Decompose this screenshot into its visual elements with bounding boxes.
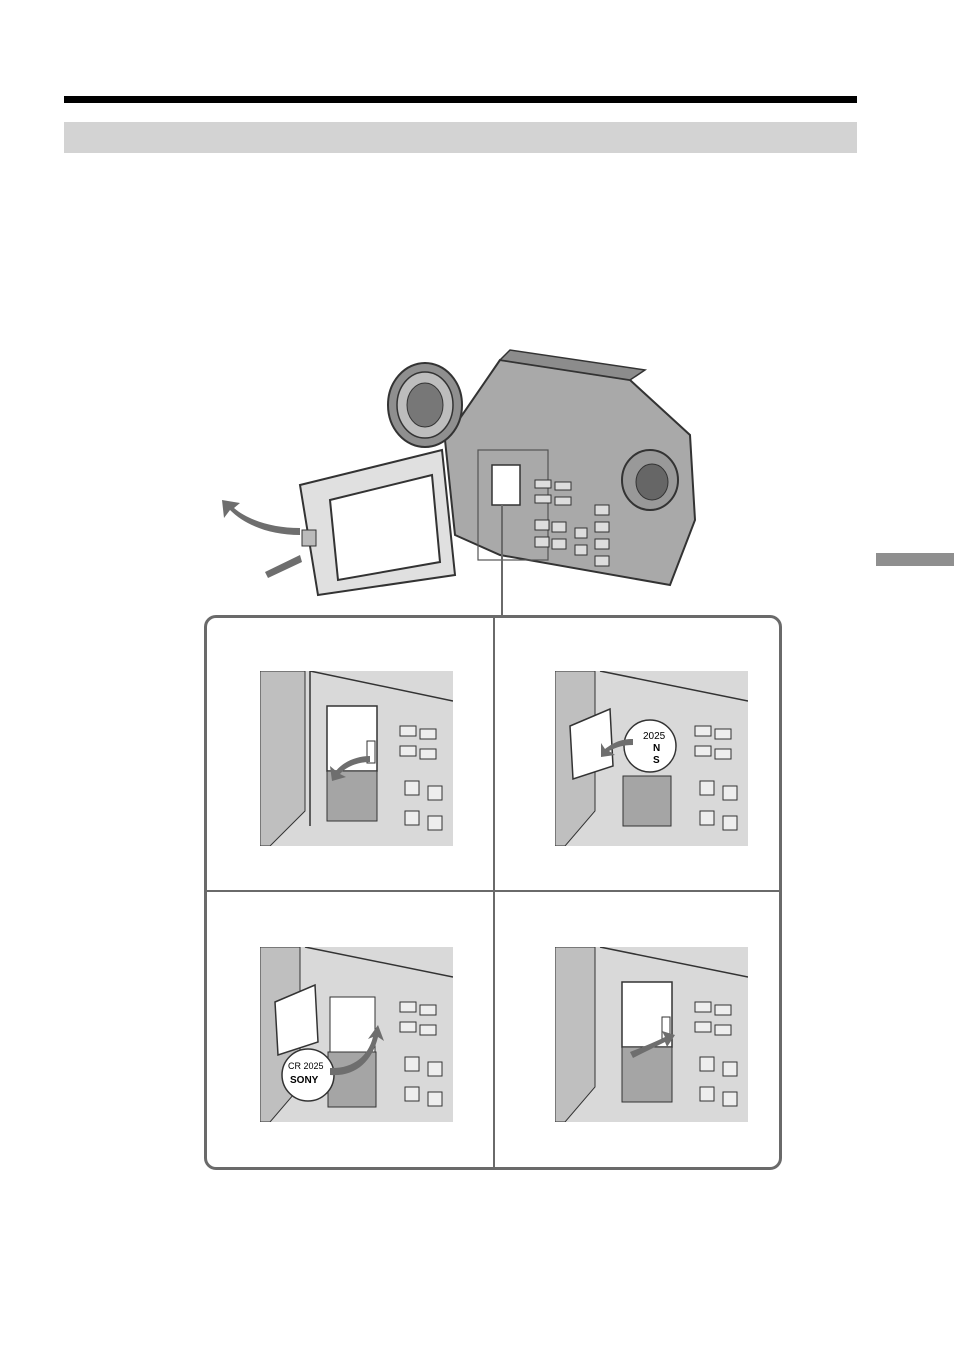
- step-2-illustration: 2025 N S: [555, 671, 748, 846]
- chapter-side-tab: [876, 553, 954, 566]
- steps-divider-horizontal: [206, 890, 780, 892]
- top-rule: [64, 96, 857, 103]
- step-3-illustration: CR 2025 SONY: [260, 947, 453, 1122]
- svg-text:S: S: [653, 755, 660, 766]
- svg-text:N: N: [653, 743, 660, 754]
- svg-text:SONY: SONY: [290, 1075, 319, 1086]
- section-heading-bar: [64, 122, 857, 153]
- open-lcd-arrow-icon: [222, 500, 300, 535]
- step-1-illustration: [260, 671, 453, 846]
- steps-divider-vertical: [493, 617, 495, 1169]
- camcorder-illustration: [200, 340, 710, 605]
- coin-text: 2025: [643, 731, 666, 742]
- coin-text: CR 2025: [288, 1061, 324, 1071]
- callout-leader-line: [501, 505, 503, 617]
- step-4-illustration: [555, 947, 748, 1122]
